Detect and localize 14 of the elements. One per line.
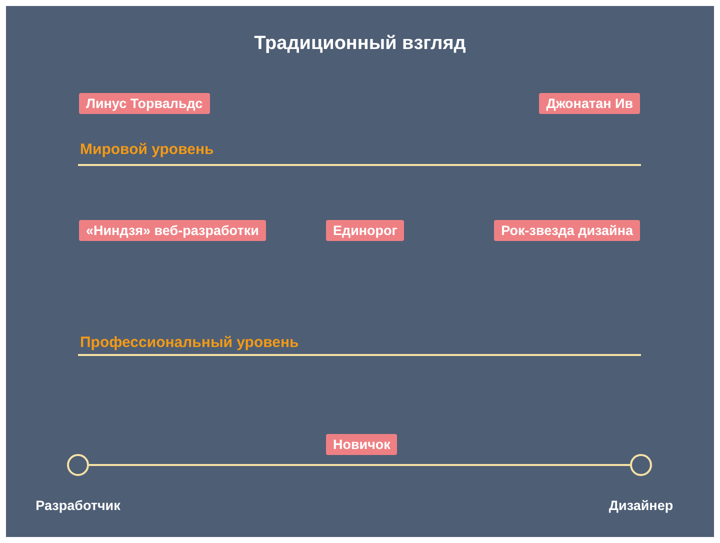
name-tag: Линус Торвальдс [79, 93, 210, 114]
name-tag: Джонатан Ив [539, 93, 640, 114]
name-tag: Рок-звезда дизайна [494, 220, 640, 241]
axis-end-circle [630, 454, 652, 476]
diagram-title: Традиционный взгляд [253, 33, 467, 55]
axis-line [89, 464, 630, 466]
name-tag: «Ниндзя» веб-разработки [79, 220, 266, 241]
axis-end-label: Дизайнер [608, 498, 674, 514]
name-tag: Новичок [326, 434, 398, 455]
level-heading: Профессиональный уровень [80, 334, 299, 352]
name-tag: Единорог [326, 220, 404, 241]
axis-end-circle [67, 454, 89, 476]
level-heading: Мировой уровень [80, 141, 214, 159]
axis-end-label: Разработчик [36, 498, 120, 514]
